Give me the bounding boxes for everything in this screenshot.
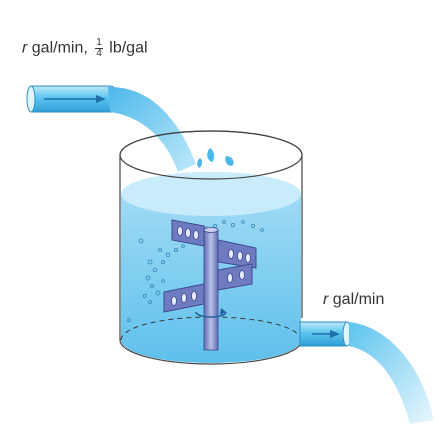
- inflow-arrow-icon: [96, 95, 106, 103]
- paddle-lower-right: [217, 263, 253, 291]
- inflow-label: r gal/min, 1 4 lb/gal: [22, 38, 148, 59]
- outflow-label: r gal/min: [323, 292, 384, 308]
- tank-bottom-front-edge: [119, 339, 303, 365]
- mixer-shaft: [203, 229, 219, 351]
- mixer: [163, 219, 257, 351]
- fraction-denominator: 4: [96, 48, 102, 59]
- paddle-upper-left: [171, 219, 205, 247]
- outflow-pipe: [299, 321, 352, 347]
- inflow-concentration-unit: lb/gal: [109, 39, 148, 57]
- inflow-concentration-fraction: 1 4: [95, 38, 103, 59]
- inflow-pipe: [26, 85, 115, 113]
- outflow-rate-unit: gal/min: [332, 291, 385, 308]
- inflow-rate-symbol: r: [22, 39, 28, 57]
- inflow-rate-unit: gal/min,: [31, 39, 88, 57]
- splash-droplets: [197, 148, 234, 168]
- paddle-upper-right: [217, 239, 257, 269]
- outflow-rate-symbol: r: [323, 291, 329, 308]
- paddle-lower-left: [163, 283, 205, 313]
- rotation-arrow: [195, 311, 227, 318]
- outflow-stream: [349, 322, 434, 424]
- rotation-arrow-icon: [220, 308, 226, 315]
- inflow-stream: [108, 86, 196, 172]
- fraction-numerator: 1: [95, 37, 103, 49]
- outflow-arrow-icon: [330, 330, 340, 338]
- water-surface: [121, 172, 301, 216]
